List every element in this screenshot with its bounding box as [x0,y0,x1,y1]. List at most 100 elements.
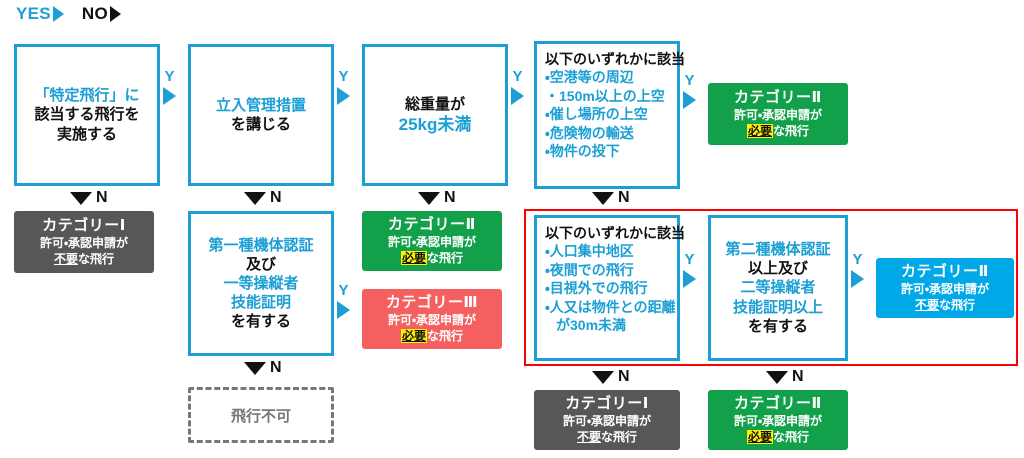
legend-no: NO [81,4,122,24]
result-title: カテゴリーⅡ [388,215,476,233]
result-sub-prefix: 許可・承認申請が [733,413,823,428]
list-item: ・目視外での飛行 [545,280,648,297]
result-subtitle-2: 不要な飛行 [577,430,637,445]
result-sub-prefix: 許可・承認申請が [387,312,477,327]
legend-yes: YES [16,4,64,24]
question-line: 一等操縦者 [223,274,299,292]
result-subtitle: 許可・承認申請が [734,108,822,123]
result-subtitle: 許可・承認申請が [901,282,989,297]
list-item: ・空港等の周辺 [545,69,634,86]
result-no-flight[interactable]: 飛行不可 [188,387,334,443]
result-subtitle-2: 必要な飛行 [746,123,810,139]
result-subtitle: 許可・承認申請が [388,235,476,250]
connector-yes-type2-cat2: Y [851,252,864,288]
result-sub-key: 不要 [576,429,601,444]
question-box-specific-flight[interactable]: 「特定飛行」に 該当する飛行を 実施する [14,44,160,186]
connector-label-no: N [96,189,108,206]
question-line: 技能証明以上 [732,298,823,316]
result-title: カテゴリーⅡ [734,394,822,412]
result-category1-left[interactable]: カテゴリーⅠ 許可・承認申請が 不要な飛行 [14,211,154,273]
arrow-down-icon [70,191,92,205]
connector-yes-q2-q3: Y [337,69,350,105]
result-sub-key: 必要 [400,328,427,343]
result-sub-prefix: 許可・承認申請が [900,281,990,296]
connector-label-yes: Y [684,251,695,268]
connector-no-q1: N [70,190,108,206]
connector-label-yes: Y [164,68,175,85]
result-category2-top[interactable]: カテゴリーⅡ 許可・承認申請が 必要な飛行 [708,83,848,145]
question-box-type1-certification[interactable]: 第一種機体認証 及び 一等操縦者 技能証明 を有する [188,211,334,356]
result-sub-key: 必要 [400,250,427,265]
connector-label-no: N [270,359,282,376]
connector-no-type2: N [766,369,804,385]
arrow-down-icon [244,191,266,205]
arrow-down-icon [244,361,266,375]
list-heading: 以下のいずれかに該当 [545,225,685,241]
arrow-right-icon [511,87,524,105]
result-subtitle-2: 必要な飛行 [400,328,463,344]
connector-yes-q1-q2: Y [163,69,176,105]
question-box-total-weight[interactable]: 総重量が 25kg未満 [362,44,508,186]
result-category1-bottom[interactable]: カテゴリーⅠ 許可・承認申請が 不要な飛行 [534,390,680,450]
connector-label-yes: Y [338,68,349,85]
question-box-any-of-following-b[interactable]: 以下のいずれかに該当 ・人口集中地区 ・夜間での飛行 ・目視外での飛行 ・人又は… [534,215,685,361]
connector-no-q4: N [592,190,630,206]
question-box-type2-certification[interactable]: 第二種機体認証 以上及び 二等操縦者 技能証明以上 を有する [708,215,848,361]
result-sub-suffix: な飛行 [939,297,976,312]
result-sub-key: 必要 [746,429,773,444]
result-subtitle: 許可・承認申請が [734,414,822,429]
question-box-entry-control[interactable]: 立入管理措置 を講じる [188,44,334,186]
result-category2-bottom[interactable]: カテゴリーⅡ 許可・承認申請が 必要な飛行 [708,390,848,450]
question-line: を有する [230,313,291,331]
connector-yes-q3-q4: Y [511,69,524,105]
legend-no-label: NO [81,4,109,23]
connector-yes-q4-cat2: Y [683,73,696,109]
legend: YES NO [16,4,122,24]
result-subtitle-2: 不要な飛行 [915,298,975,313]
arrow-right-icon [683,91,696,109]
result-sub-suffix: な飛行 [78,251,115,266]
connector-no-type1: N [244,360,282,376]
result-subtitle-2: 必要な飛行 [746,429,809,445]
list-item: ・危険物の輸送 [545,124,634,141]
result-category2-right[interactable]: カテゴリーⅡ 許可・承認申請が 不要な飛行 [876,258,1014,318]
result-sub-suffix: な飛行 [601,429,638,444]
question-line: 第一種機体認証 [208,236,314,254]
connector-no-q5: N [592,369,630,385]
result-title: カテゴリーⅠ [565,394,649,412]
result-sub-prefix: 許可・承認申請が [39,235,129,250]
connector-label-no: N [792,368,804,385]
arrow-down-icon [766,370,788,384]
question-line: 総重量が [404,95,465,113]
list-item: ・夜間での飛行 [545,261,634,278]
result-subtitle-2: 必要な飛行 [400,250,463,266]
result-subtitle: 許可・承認申請が [40,236,128,251]
connector-label-no: N [618,189,630,206]
list-item: が30m未満 [556,317,627,334]
result-sub-suffix: な飛行 [773,123,810,138]
arrow-down-icon [592,370,614,384]
result-sub-prefix: 許可・承認申請が [562,413,652,428]
connector-no-q3: N [418,190,456,206]
list-item: ・人又は物件との距離 [545,298,676,315]
question-box-any-of-following-a[interactable]: 以下のいずれかに該当 ・空港等の周辺 ・150m以上の上空 ・催し場所の上空 ・… [534,41,685,189]
list-item: ・人口集中地区 [545,243,634,260]
red-highlight-frame [524,209,1018,366]
connector-label-yes: Y [338,282,349,299]
connector-no-q2: N [244,190,282,206]
connector-label-no: N [444,189,456,206]
arrow-down-icon [418,191,440,205]
result-title: カテゴリーⅢ [385,293,479,311]
result-category3-mid[interactable]: カテゴリーⅢ 許可・承認申請が 必要な飛行 [362,289,502,349]
legend-yes-label: YES [16,4,51,23]
arrow-down-icon [592,191,614,205]
result-title: カテゴリーⅠ [42,216,126,234]
arrow-right-icon [163,87,176,105]
result-title: カテゴリーⅡ [734,88,822,106]
triangle-right-icon [110,6,122,22]
triangle-right-icon [52,6,64,22]
result-category2-mid[interactable]: カテゴリーⅡ 許可・承認申請が 必要な飛行 [362,211,502,271]
question-line: 実施する [56,125,117,143]
question-line: 以上及び [747,260,808,278]
